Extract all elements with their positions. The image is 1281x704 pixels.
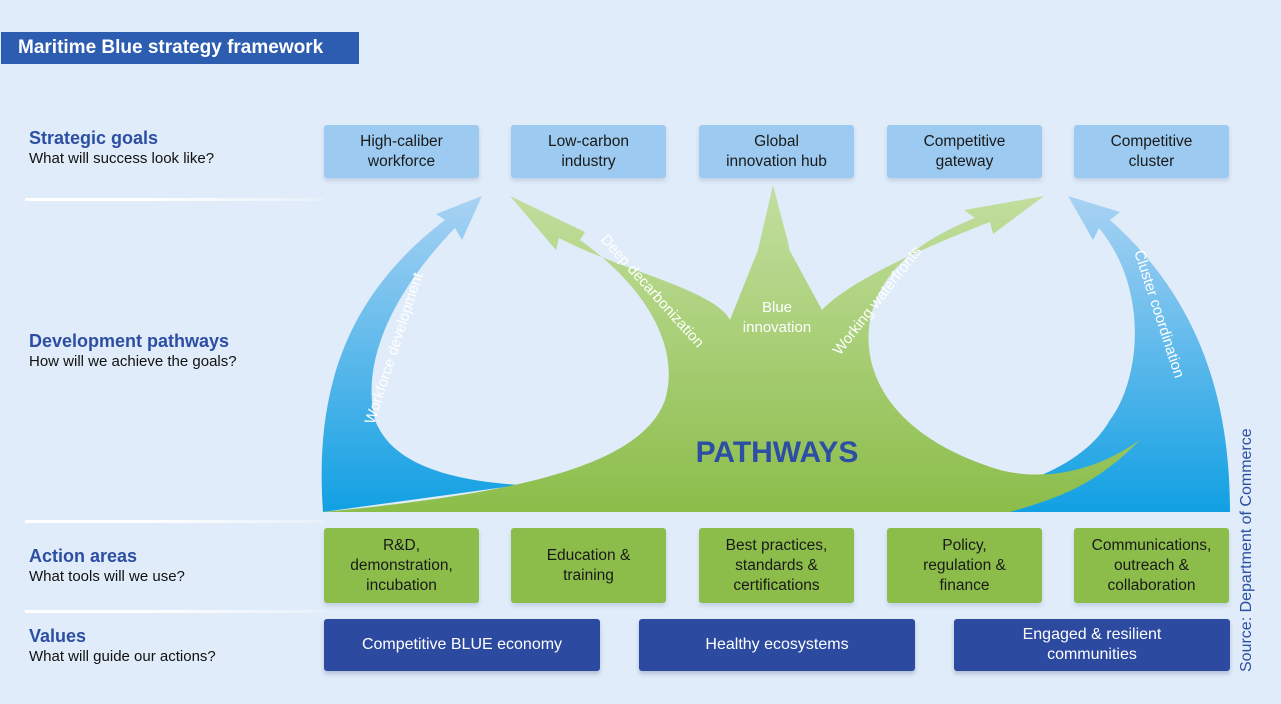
- value-box-healthy-ecosystems: Healthy ecosystems: [639, 619, 915, 671]
- action-line: standards &: [735, 556, 818, 574]
- goal-line: industry: [561, 152, 616, 170]
- blue-innovation-label-2: innovation: [743, 319, 811, 336]
- action-line: Policy,: [942, 536, 987, 554]
- row-question: What tools will we use?: [29, 568, 185, 585]
- workforce-development-arrow: [321, 196, 520, 512]
- value-line: Competitive BLUE economy: [361, 636, 563, 653]
- pathways-green-shape: [323, 185, 1140, 512]
- pathways-center-label: PATHWAYS: [696, 436, 859, 469]
- goal-line: Global: [754, 132, 799, 150]
- goal-box-low-carbon-industry: Low-carbon industry: [511, 125, 666, 178]
- value-line: communities: [1047, 646, 1137, 663]
- blue-innovation-label-1: Blue: [762, 299, 792, 316]
- row-divider: [25, 520, 325, 523]
- action-box-education: Education & training: [511, 528, 666, 603]
- action-line: Education &: [546, 546, 631, 564]
- row-label-values: Values What will guide our actions?: [29, 625, 216, 667]
- row-label-development-pathways: Development pathways How will we achieve…: [29, 330, 237, 372]
- row-heading: Strategic goals: [29, 128, 159, 148]
- action-line: incubation: [366, 576, 437, 594]
- row-heading: Development pathways: [29, 331, 230, 351]
- action-line: demonstration,: [350, 556, 453, 574]
- value-box-competitive-blue-economy: Competitive BLUE economy: [324, 619, 600, 671]
- action-box-policy: Policy, regulation & finance: [887, 528, 1042, 603]
- action-line: R&D,: [382, 536, 421, 554]
- goal-line: Competitive: [1110, 132, 1193, 150]
- action-line: outreach &: [1114, 556, 1189, 574]
- action-line: collaboration: [1107, 576, 1196, 594]
- action-line: Communications,: [1091, 536, 1212, 554]
- row-question: What will success look like?: [29, 150, 215, 167]
- action-box-best-practices: Best practices, standards & certifications: [699, 528, 854, 603]
- row-divider: [25, 610, 325, 613]
- action-line: certifications: [733, 576, 820, 594]
- action-box-rd: R&D, demonstration, incubation: [324, 528, 479, 603]
- goal-line: Competitive: [923, 132, 1006, 150]
- goal-box-competitive-gateway: Competitive gateway: [887, 125, 1042, 178]
- goal-box-competitive-cluster: Competitive cluster: [1074, 125, 1229, 178]
- goal-box-high-caliber-workforce: High-caliber workforce: [324, 125, 479, 178]
- value-line: Engaged & resilient: [1022, 626, 1162, 643]
- goal-line: innovation hub: [726, 152, 827, 170]
- goal-line: Low-carbon: [548, 132, 629, 150]
- action-line: training: [563, 566, 614, 584]
- value-box-engaged-resilient-communities: Engaged & resilient communities: [954, 619, 1230, 671]
- goal-line: cluster: [1128, 152, 1175, 170]
- page-title: Maritime Blue strategy framework: [1, 32, 359, 64]
- row-heading: Values: [29, 626, 87, 646]
- row-question: How will we achieve the goals?: [29, 353, 237, 370]
- cluster-coordination-arrow: [1000, 196, 1230, 512]
- row-question: What will guide our actions?: [29, 648, 216, 665]
- value-line: Healthy ecosystems: [705, 636, 849, 653]
- row-heading: Action areas: [29, 546, 138, 566]
- goal-line: gateway: [935, 152, 994, 170]
- goal-box-global-innovation-hub: Global innovation hub: [699, 125, 854, 178]
- row-divider: [25, 198, 325, 201]
- action-box-communications: Communications, outreach & collaboration: [1074, 528, 1229, 603]
- goal-line: workforce: [367, 152, 436, 170]
- action-line: regulation &: [923, 556, 1006, 574]
- goal-line: High-caliber: [360, 132, 443, 150]
- source-credit: Source: Department of Commerce: [1238, 428, 1255, 672]
- action-line: finance: [939, 576, 990, 594]
- row-label-strategic-goals: Strategic goals What will success look l…: [29, 127, 214, 169]
- action-line: Best practices,: [725, 536, 828, 554]
- row-label-action-areas: Action areas What tools will we use?: [29, 545, 185, 587]
- deep-decarbonization-label: Deep decarbonization: [597, 231, 707, 351]
